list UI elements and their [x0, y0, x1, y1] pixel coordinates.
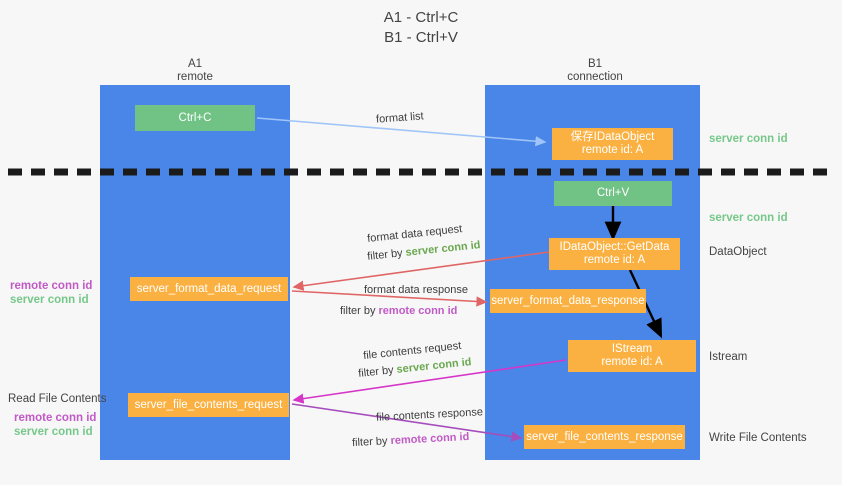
node-idataobject-getdata[interactable]: IDataObject::GetData remote id: A — [549, 238, 680, 270]
node-save-idataobject-line1: 保存IDataObject — [570, 131, 655, 143]
node-istream-line1: IStream — [611, 343, 653, 355]
left-label-server-conn-id-2: server conn id — [14, 426, 93, 438]
node-ctrl-c[interactable]: Ctrl+C — [135, 105, 255, 131]
node-server-file-contents-request-label: server_file_contents_request — [134, 398, 283, 411]
annotation-fdresp-filter-value: remote conn id — [378, 305, 458, 317]
node-getdata-line2: remote id: A — [583, 254, 646, 266]
right-label-istream: Istream — [709, 351, 748, 363]
node-server-format-data-response-label: server_format_data_response — [491, 294, 645, 307]
annotation-format-data-response-filter: filter by remote conn id — [340, 305, 457, 317]
annotation-fdr-filter-prefix: filter by — [366, 246, 407, 263]
annotation-format-data-response: format data response — [364, 284, 468, 296]
annotation-fcr-filter-prefix: filter by — [357, 363, 398, 380]
node-server-file-contents-request[interactable]: server_file_contents_request — [128, 393, 289, 417]
node-save-idataobject[interactable]: 保存IDataObject remote id: A — [552, 128, 673, 160]
node-save-idataobject-line2: remote id: A — [581, 144, 644, 156]
lane-a1-name: A1 — [187, 58, 203, 70]
lane-a1-sub: remote — [177, 71, 213, 83]
left-label-read-file-contents: Read File Contents — [8, 393, 107, 405]
left-label-remote-conn-id-1: remote conn id — [10, 280, 93, 292]
node-getdata-line1: IDataObject::GetData — [559, 241, 670, 253]
annotation-fcresp-filter-value: remote conn id — [390, 430, 470, 448]
node-istream-line2: remote id: A — [601, 356, 663, 368]
annotation-fcresp-filter-prefix: filter by — [351, 435, 391, 450]
node-server-file-contents-response-label: server_file_contents_response — [526, 430, 683, 443]
right-label-server-conn-id-mid: server conn id — [709, 212, 788, 224]
left-label-remote-conn-id-2: remote conn id — [14, 412, 97, 424]
node-ctrl-v-label: Ctrl+V — [596, 187, 630, 199]
lane-header-b1: B1 connection — [530, 58, 660, 84]
annotation-format-list: format list — [375, 110, 425, 126]
left-label-server-conn-id-1: server conn id — [10, 294, 89, 306]
right-label-server-conn-id-top: server conn id — [709, 133, 788, 145]
lane-header-a1: A1 remote — [130, 58, 260, 84]
annotation-file-contents-response-filter: filter by remote conn id — [352, 431, 470, 449]
node-server-format-data-response[interactable]: server_format_data_response — [490, 289, 646, 313]
page-title: A1 - Ctrl+C B1 - Ctrl+V — [0, 8, 842, 48]
node-server-file-contents-response[interactable]: server_file_contents_response — [524, 425, 685, 449]
annotation-fcr-filter-value: server conn id — [395, 356, 473, 376]
annotation-file-contents-response: file contents response — [375, 406, 484, 424]
node-server-format-data-request-label: server_format_data_request — [136, 282, 282, 295]
right-label-dataobject: DataObject — [709, 246, 767, 258]
annotation-fdr-filter-value: server conn id — [404, 239, 482, 259]
title-line-2: B1 - Ctrl+V — [384, 29, 458, 46]
title-line-1: A1 - Ctrl+C — [383, 9, 459, 26]
node-ctrl-v[interactable]: Ctrl+V — [554, 181, 672, 206]
right-label-write-file-contents: Write File Contents — [709, 432, 807, 444]
lane-b1-sub: connection — [567, 71, 623, 83]
node-server-format-data-request[interactable]: server_format_data_request — [130, 277, 288, 301]
annotation-fdresp-filter-prefix: filter by — [340, 305, 379, 317]
node-ctrl-c-label: Ctrl+C — [178, 111, 212, 124]
lane-b1-name: B1 — [587, 58, 603, 70]
node-istream[interactable]: IStream remote id: A — [568, 340, 696, 372]
